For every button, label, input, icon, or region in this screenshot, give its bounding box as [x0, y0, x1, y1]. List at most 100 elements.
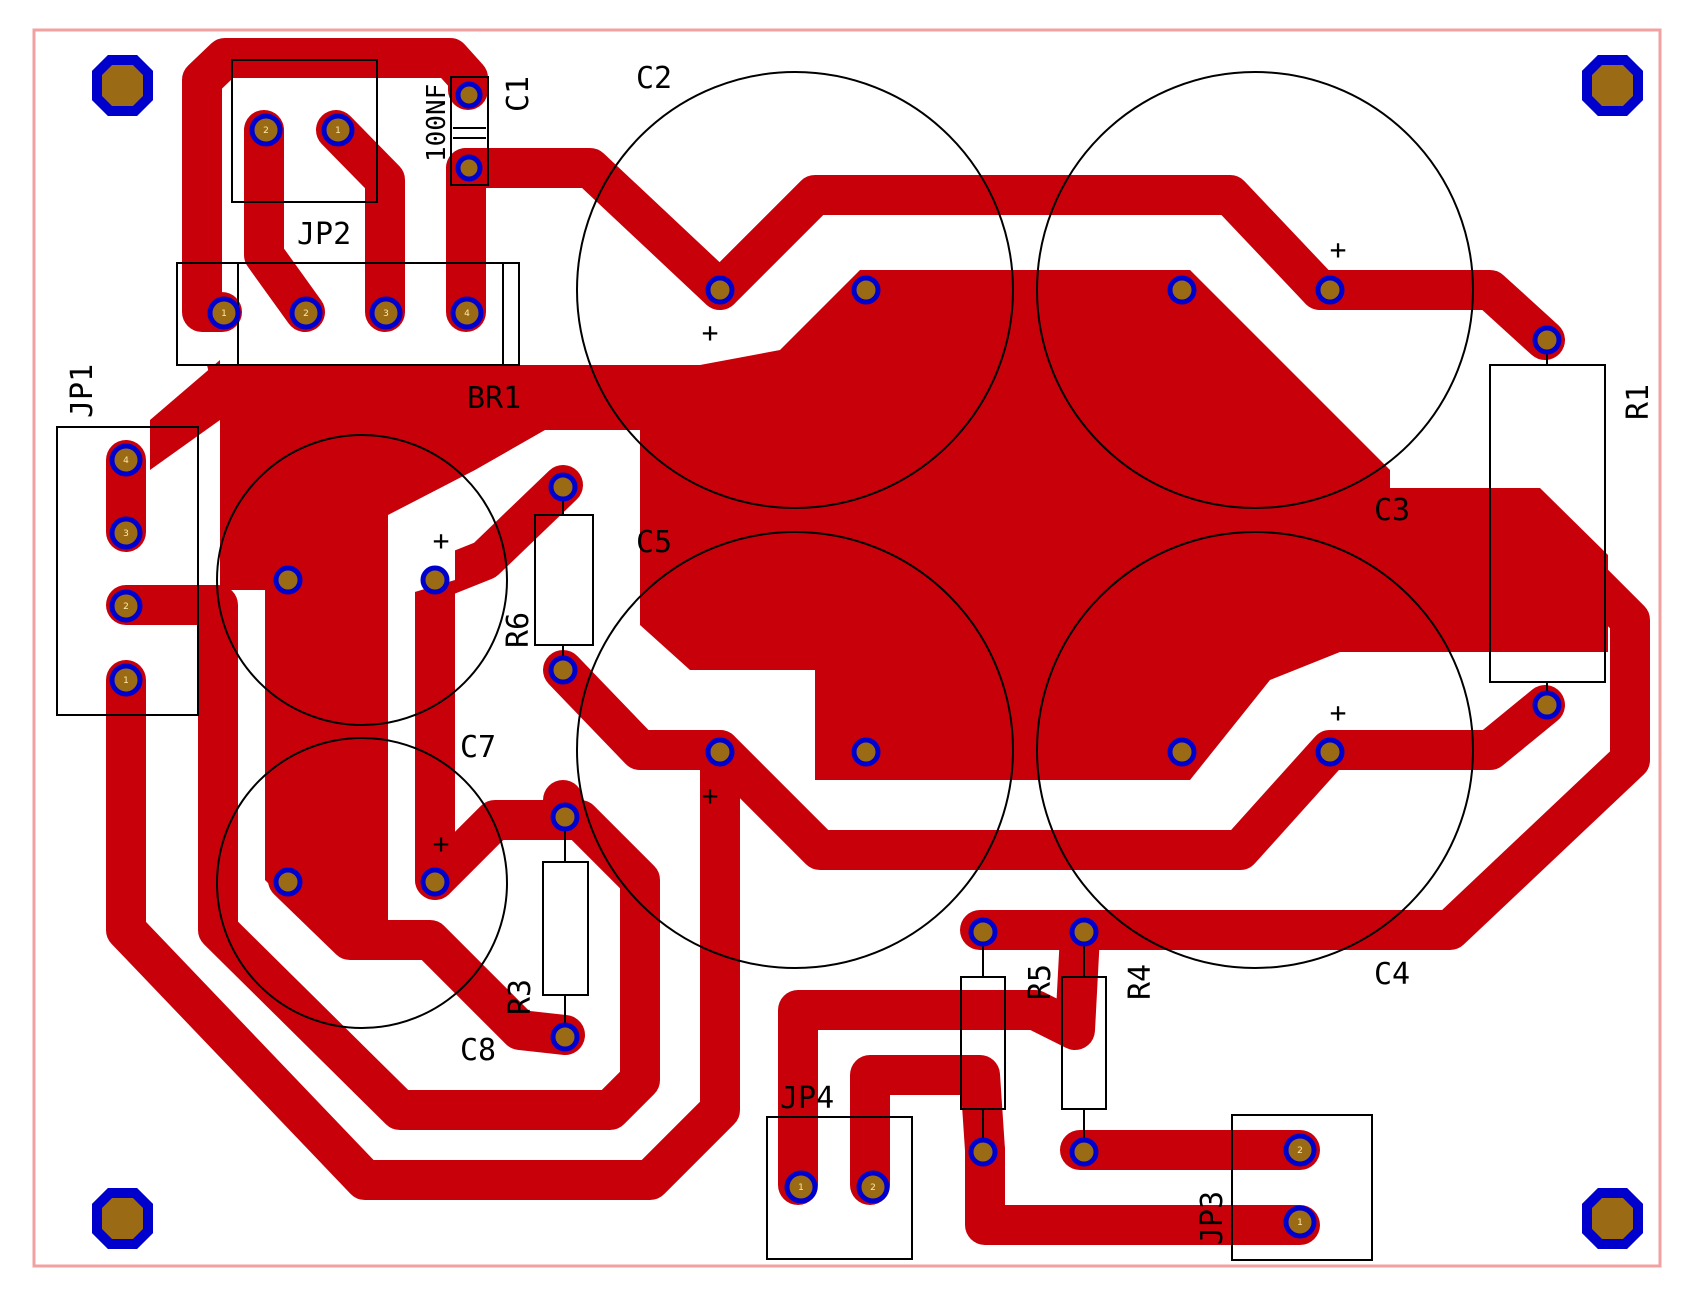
c4-outline	[1036, 531, 1474, 969]
pin-br1-2: 2	[303, 309, 309, 319]
pad-group	[109, 81, 1562, 1239]
pad-jp4-1	[784, 1170, 818, 1204]
pad-jp2-1	[321, 113, 355, 147]
label-jp1: JP1	[65, 364, 100, 418]
mount-hole-bl	[92, 1188, 153, 1249]
c5-outline	[576, 531, 1014, 969]
label-c1-value: 100NF	[422, 84, 452, 162]
c2-outline	[576, 71, 1014, 509]
pad-c5-1	[705, 737, 735, 767]
br1-outline	[176, 262, 520, 366]
mounting-holes	[92, 55, 1643, 1249]
trace-jp2-2	[244, 110, 325, 332]
c1-outline	[450, 76, 489, 186]
pad-jp2-2	[249, 113, 283, 147]
pad-br1-3	[369, 296, 403, 330]
pad-r3-1	[550, 1022, 580, 1052]
c4-plus: +	[1330, 696, 1347, 729]
pad-c7-2	[273, 565, 303, 595]
pin-br1-4: 4	[464, 309, 470, 319]
jp2-outline	[231, 59, 378, 203]
label-r5: R5	[1023, 964, 1058, 1000]
label-r4: R4	[1123, 964, 1158, 1000]
pad-r1-2	[1532, 690, 1562, 720]
label-r6: R6	[501, 612, 536, 648]
pin-jp1-2: 2	[123, 602, 129, 612]
pour-c1-extension	[150, 360, 220, 470]
r6-outline	[534, 514, 594, 646]
pin-numbers: 2 1 1 2 3 4 4 3 2 1 1 2 2 1	[123, 126, 1303, 1228]
pad-c7-1	[420, 565, 450, 595]
pin-jp2-2: 2	[263, 126, 269, 136]
pad-br1-4	[450, 296, 484, 330]
c7-outline	[216, 434, 508, 726]
trace-r5-jp3	[965, 1130, 1320, 1245]
label-r3: R3	[503, 979, 538, 1015]
pad-br1-2	[289, 296, 323, 330]
label-br1: BR1	[467, 381, 521, 416]
pad-c1-1	[455, 81, 483, 109]
pin-br1-1: 1	[221, 309, 227, 319]
pad-r6-1	[548, 655, 578, 685]
trace-c3-r1	[1300, 270, 1565, 360]
label-c1: C1	[501, 76, 536, 112]
pin-jp3-1: 1	[1297, 1218, 1303, 1228]
label-jp2: JP2	[297, 217, 351, 252]
pad-jp4-2	[856, 1170, 890, 1204]
trace-c1-c2	[446, 148, 740, 310]
silkscreen	[56, 59, 1606, 1261]
pad-c4-2	[1167, 737, 1197, 767]
c3-outline	[1036, 71, 1474, 509]
trace-jp1-1	[106, 660, 740, 1200]
pad-c1-2	[455, 154, 483, 182]
pad-jp3-2	[1283, 1133, 1317, 1167]
pad-c3-1	[1315, 275, 1345, 305]
pad-r4-1	[1069, 917, 1099, 947]
pin-br1-3: 3	[383, 309, 389, 319]
pour-main	[207, 270, 1608, 945]
label-c7: C7	[460, 730, 496, 765]
pad-r5-1	[968, 917, 998, 947]
pad-c2-2	[851, 275, 881, 305]
designators: C2 C3 C4 C5 C7 C8 JP2 BR1 JP4 C1 100NF J…	[65, 61, 1656, 1245]
pad-jp1-1	[109, 663, 143, 697]
label-c2: C2	[636, 61, 672, 96]
c3-plus: +	[1330, 233, 1347, 266]
label-c5: C5	[636, 525, 672, 560]
trace-c2-top	[700, 175, 1340, 310]
pads: 2 1 1 2 3 4 4 3 2 1 1 2 2 1	[109, 81, 1562, 1239]
pin-jp4-1: 1	[798, 1183, 804, 1193]
trace-jp2-1	[316, 110, 405, 332]
jp1-outline	[56, 426, 199, 716]
copper-pours	[150, 270, 1608, 945]
label-jp4: JP4	[780, 1081, 834, 1116]
pad-jp3-1	[1283, 1205, 1317, 1239]
c8-plus: +	[433, 827, 450, 860]
c5-plus: +	[702, 779, 719, 812]
pad-c3-2	[1167, 275, 1197, 305]
label-r1: R1	[1621, 384, 1656, 420]
r3-outline	[542, 861, 589, 996]
pad-jp1-2	[109, 589, 143, 623]
pad-c8-2	[273, 867, 303, 897]
c2-plus: +	[702, 316, 719, 349]
pad-r6-2	[548, 472, 578, 502]
c8-outline	[216, 737, 508, 1029]
label-jp3: JP3	[1195, 1191, 1230, 1245]
pad-c5-2	[851, 737, 881, 767]
pad-r5-2	[968, 1137, 998, 1167]
board-outline	[32, 28, 1662, 1268]
pin-jp3-2: 2	[1297, 1146, 1303, 1156]
jp4-outline	[766, 1116, 913, 1260]
mount-hole-tl	[92, 55, 153, 116]
pin-jp2-1: 1	[335, 126, 341, 136]
pad-jp1-4	[109, 443, 143, 477]
trace-r6-c5	[543, 650, 1565, 870]
label-c8: C8	[460, 1033, 496, 1068]
trace-jp4-1	[778, 915, 1100, 1205]
pad-c4-1	[1315, 737, 1345, 767]
pad-r3-2	[550, 802, 580, 832]
pad-jp1-3	[109, 516, 143, 550]
pin-jp4-2: 2	[870, 1183, 876, 1193]
